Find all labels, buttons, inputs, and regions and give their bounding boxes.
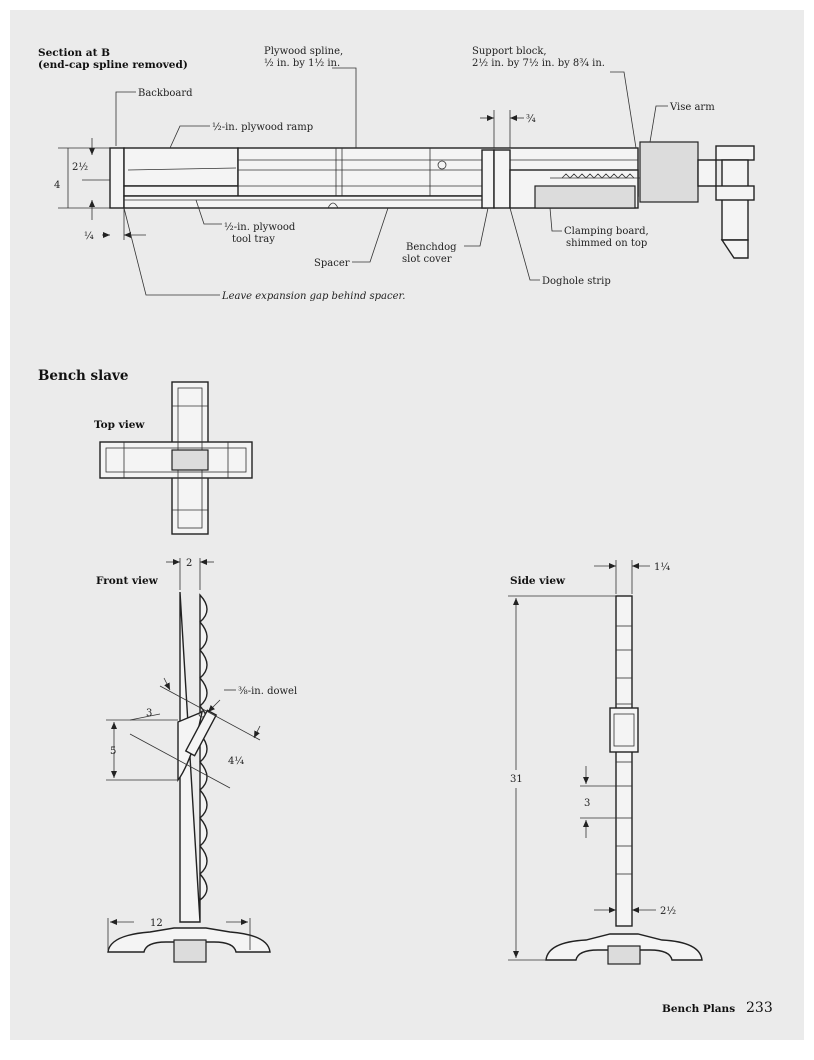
dim-three-quarters: ¾ [526,114,536,125]
clamping-board-part [534,185,636,209]
label-doghole: Doghole strip [542,276,611,287]
dim-four: 4 [54,180,60,191]
section-title-line1: Section at B [38,47,110,59]
label-support-block-1: Support block, [472,46,547,57]
label-benchdog-2: slot cover [402,254,452,265]
footer-section-name: Bench Plans [662,1003,735,1015]
side-dim-2-half: 2½ [660,906,676,917]
label-support-block-2: 2½ in. by 7½ in. by 8¾ in. [472,58,605,69]
label-plywood-spline-2: ½ in. by 1½ in. [264,58,340,69]
label-clamping-1: Clamping board, [564,226,649,237]
section-at-b-drawing [58,67,755,296]
label-plywood-spline-1: Plywood spline, [264,46,343,57]
front-dim-2: 2 [186,558,192,569]
side-view-drawing [508,560,703,965]
technical-drawing: Section at B (end-cap spline removed) Ba… [38,46,773,1016]
side-dim-1-quarter: 1¼ [654,562,670,573]
label-clamping-2: shimmed on top [566,238,647,249]
label-tool-tray-2: tool tray [232,234,275,245]
dim-quarter: ¼ [84,231,94,242]
top-view-drawing [99,381,253,535]
side-dim-31: 31 [510,774,523,785]
page-number: 233 [746,1000,773,1016]
label-benchdog-1: Benchdog [406,242,457,253]
top-view-label: Top view [94,419,145,431]
label-dowel: ⅜-in. dowel [238,686,297,697]
front-view-label: Front view [96,575,159,587]
dim-two-and-half: 2½ [72,162,88,173]
section-title-line2: (end-cap spline removed) [38,59,188,71]
benchdog-slot-part [481,149,495,209]
book-page: Section at B (end-cap spline removed) Ba… [10,10,804,1040]
spacer-part [123,195,487,209]
front-dim-12: 12 [150,918,163,929]
bench-slave-title: Bench slave [38,368,128,384]
backboard-part [109,147,125,209]
side-dim-3: 3 [584,798,590,809]
ramp-part [123,147,239,187]
label-vise-arm: Vise arm [669,102,715,113]
front-dim-3: 3 [146,708,152,719]
front-dim-5: 5 [110,746,116,757]
label-tool-tray-1: ½-in. plywood [224,222,296,233]
vise-arm-part [639,141,699,203]
side-view-label: Side view [510,575,566,587]
label-spacer: Spacer [314,258,350,269]
front-view-drawing [106,558,271,963]
label-expansion-gap: Leave expansion gap behind spacer. [221,291,405,302]
label-plywood-ramp: ½-in. plywood ramp [212,122,313,133]
label-backboard: Backboard [138,88,193,99]
front-dim-4-quarter: 4¼ [228,756,244,767]
